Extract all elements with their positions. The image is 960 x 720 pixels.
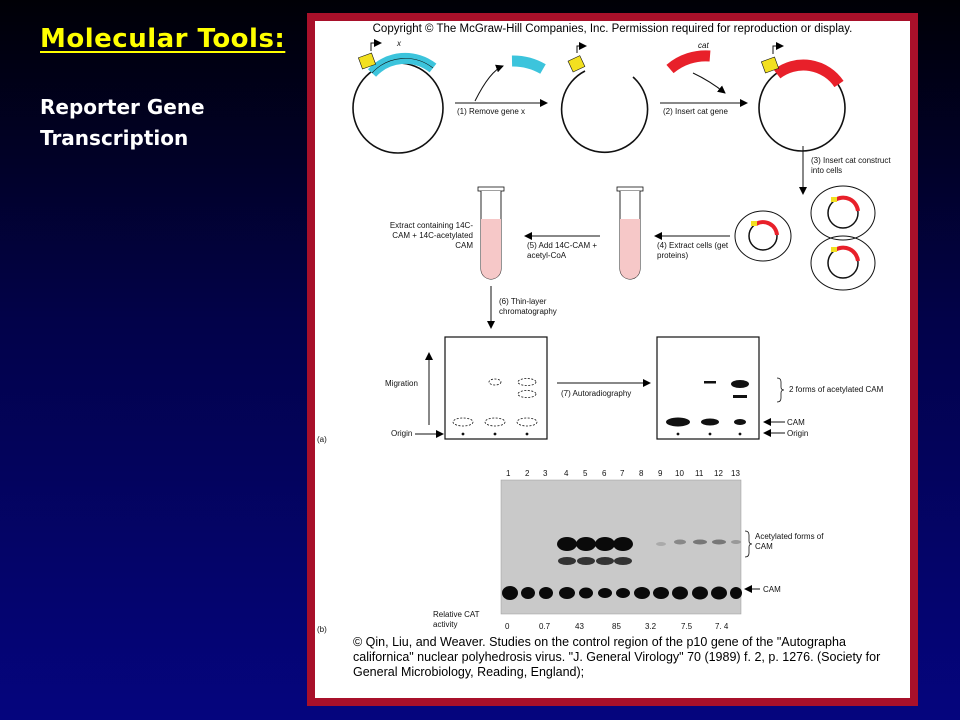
transfected-cells — [734, 185, 876, 291]
lane-number: 9 — [658, 469, 663, 478]
step-2-label: (2) Insert cat gene — [663, 107, 728, 116]
acetylated-cam-label: 2 forms of acetylated CAM — [789, 385, 884, 394]
citation: © Qin, Liu, and Weaver. Studies on the c… — [353, 635, 881, 679]
gene-x-label: x — [397, 39, 401, 48]
test-tube-right — [616, 186, 644, 280]
gene-cat-label: cat — [698, 41, 709, 50]
step-4-label: (4) Extract cells (get proteins) — [657, 241, 729, 260]
activity-value: 0.7 — [539, 622, 551, 631]
activity-value: 7.5 — [681, 622, 693, 631]
lane-number: 6 — [602, 469, 607, 478]
activity-value: 7. 4 — [715, 622, 729, 631]
lane-number: 7 — [620, 469, 625, 478]
test-tube-left — [477, 186, 505, 280]
gel-cam-label: CAM — [763, 585, 781, 594]
copyright-notice: Copyright © The McGraw-Hill Companies, I… — [372, 23, 853, 35]
plasmid-with-cat — [758, 42, 846, 152]
panel-b-label: (b) — [317, 625, 327, 634]
step-6-label: (6) Thin-layer chromatography — [499, 297, 557, 316]
cam-label: CAM — [787, 418, 805, 427]
origin-label: Origin — [391, 429, 413, 438]
activity-value: 3.2 — [645, 622, 657, 631]
cat-gene-fragment — [666, 50, 711, 74]
lane-number: 10 — [675, 469, 684, 478]
gel-acetylated-label: Acetylated forms of CAM — [755, 532, 824, 551]
removed-gene-x — [511, 55, 546, 74]
step-1-label: (1) Remove gene x — [457, 107, 526, 116]
relative-activity-label: Relative CAT activity — [433, 610, 480, 629]
activity-value: 0 — [505, 622, 510, 631]
step-7-label: (7) Autoradiography — [561, 389, 632, 398]
origin-right-label: Origin — [787, 429, 809, 438]
lane-number: 8 — [639, 469, 644, 478]
lane-number: 11 — [695, 469, 704, 478]
autoradiograph — [656, 336, 760, 440]
lane-number: 4 — [564, 469, 569, 478]
slide-subtitle: Reporter Gene Transcription — [40, 95, 205, 150]
empty-plasmid — [560, 42, 649, 153]
lane-number: 2 — [525, 469, 530, 478]
migration-label: Migration — [385, 379, 418, 388]
lane-number: 3 — [543, 469, 548, 478]
lane-number: 12 — [714, 469, 723, 478]
reporter-gene-figure: Copyright © The McGraw-Hill Companies, I… — [315, 21, 910, 698]
slide-title: Molecular Tools: — [40, 24, 286, 54]
extract-label: Extract containing 14C-CAM + 14C-acetyla… — [389, 221, 473, 250]
lane-number: 5 — [583, 469, 588, 478]
activity-value: 43 — [575, 622, 584, 631]
lane-number: 13 — [731, 469, 740, 478]
step-3-label: (3) Insert cat construct into cells — [811, 156, 891, 175]
panel-a-label: (a) — [317, 435, 327, 444]
lane-number: 1 — [506, 469, 511, 478]
activity-value: 85 — [612, 622, 621, 631]
plasmid-with-gene-x — [352, 39, 444, 154]
tlc-plate — [444, 336, 548, 440]
step-5-label: (5) Add 14C-CAM + acetyl-CoA — [527, 241, 598, 260]
gel-autoradiogram — [500, 479, 742, 615]
diagram-graphics — [352, 39, 876, 615]
